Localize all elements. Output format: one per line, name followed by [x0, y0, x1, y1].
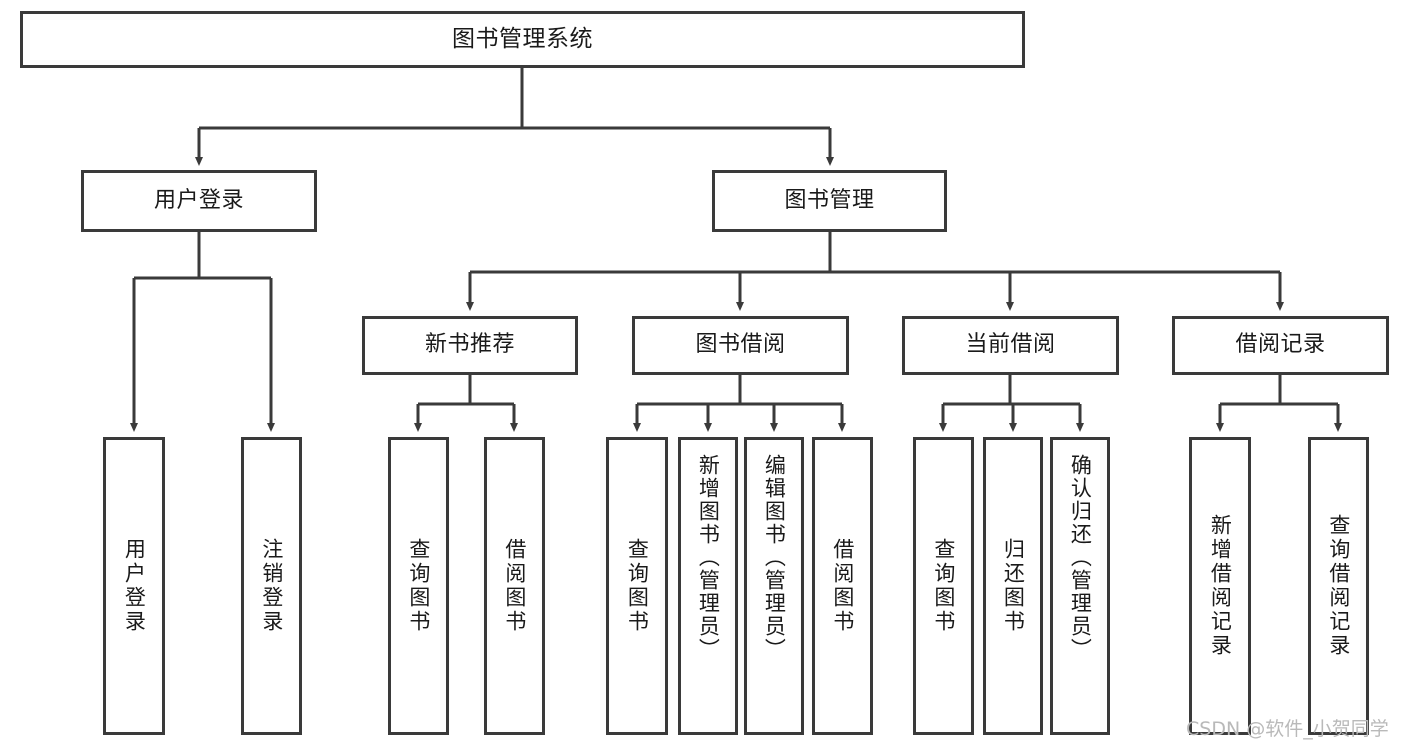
node-label: 查询图书	[931, 538, 956, 634]
node-leaf-add-borrow-record[interactable]: 新增借阅记录	[1189, 437, 1251, 735]
node-label: 注销登录	[259, 538, 284, 634]
node-book-borrow[interactable]: 图书借阅	[632, 316, 849, 375]
node-label: 用户登录	[153, 187, 244, 213]
node-borrow-record[interactable]: 借阅记录	[1172, 316, 1389, 375]
node-label: 用户登录	[122, 538, 147, 634]
node-label: 当前借阅	[965, 332, 1056, 358]
node-leaf-query-book-1[interactable]: 查询图书	[388, 437, 449, 735]
node-current-borrow[interactable]: 当前借阅	[902, 316, 1119, 375]
node-label: 借阅图书	[502, 538, 527, 634]
node-leaf-edit-book[interactable]: 编辑图书（管理员）	[744, 437, 804, 735]
node-leaf-confirm-return[interactable]: 确认归还（管理员）	[1050, 437, 1110, 735]
node-label: 新增借阅记录	[1208, 514, 1233, 658]
node-root-system[interactable]: 图书管理系统	[20, 11, 1025, 68]
node-user-login[interactable]: 用户登录	[81, 170, 317, 232]
node-label: 查询图书	[625, 538, 650, 634]
node-label: 查询借阅记录	[1326, 514, 1351, 658]
node-leaf-query-book-3[interactable]: 查询图书	[913, 437, 974, 735]
node-book-manage[interactable]: 图书管理	[712, 170, 947, 232]
node-leaf-query-borrow-record[interactable]: 查询借阅记录	[1308, 437, 1369, 735]
csdn-watermark: CSDN @软件_小贺同学	[1186, 718, 1389, 740]
node-label: 图书管理系统	[452, 25, 593, 52]
node-leaf-user-logout[interactable]: 注销登录	[241, 437, 302, 735]
node-leaf-borrow-book-2[interactable]: 借阅图书	[812, 437, 873, 735]
node-label: 编辑图书（管理员）	[762, 454, 787, 661]
node-label: 借阅图书	[830, 538, 855, 634]
node-label: 新增图书（管理员）	[696, 454, 721, 661]
node-label: 查询图书	[406, 538, 431, 634]
node-label: 确认归还（管理员）	[1068, 454, 1093, 661]
node-label: 图书借阅	[695, 332, 786, 358]
node-leaf-query-book-2[interactable]: 查询图书	[606, 437, 668, 735]
node-leaf-user-login[interactable]: 用户登录	[103, 437, 165, 735]
node-label: 借阅记录	[1235, 332, 1326, 358]
node-leaf-add-book[interactable]: 新增图书（管理员）	[678, 437, 738, 735]
node-label: 归还图书	[1001, 538, 1026, 634]
node-new-book-recommend[interactable]: 新书推荐	[362, 316, 578, 375]
node-leaf-return-book[interactable]: 归还图书	[983, 437, 1043, 735]
node-leaf-borrow-book-1[interactable]: 借阅图书	[484, 437, 545, 735]
node-label: 新书推荐	[424, 332, 515, 358]
node-label: 图书管理	[784, 187, 875, 213]
